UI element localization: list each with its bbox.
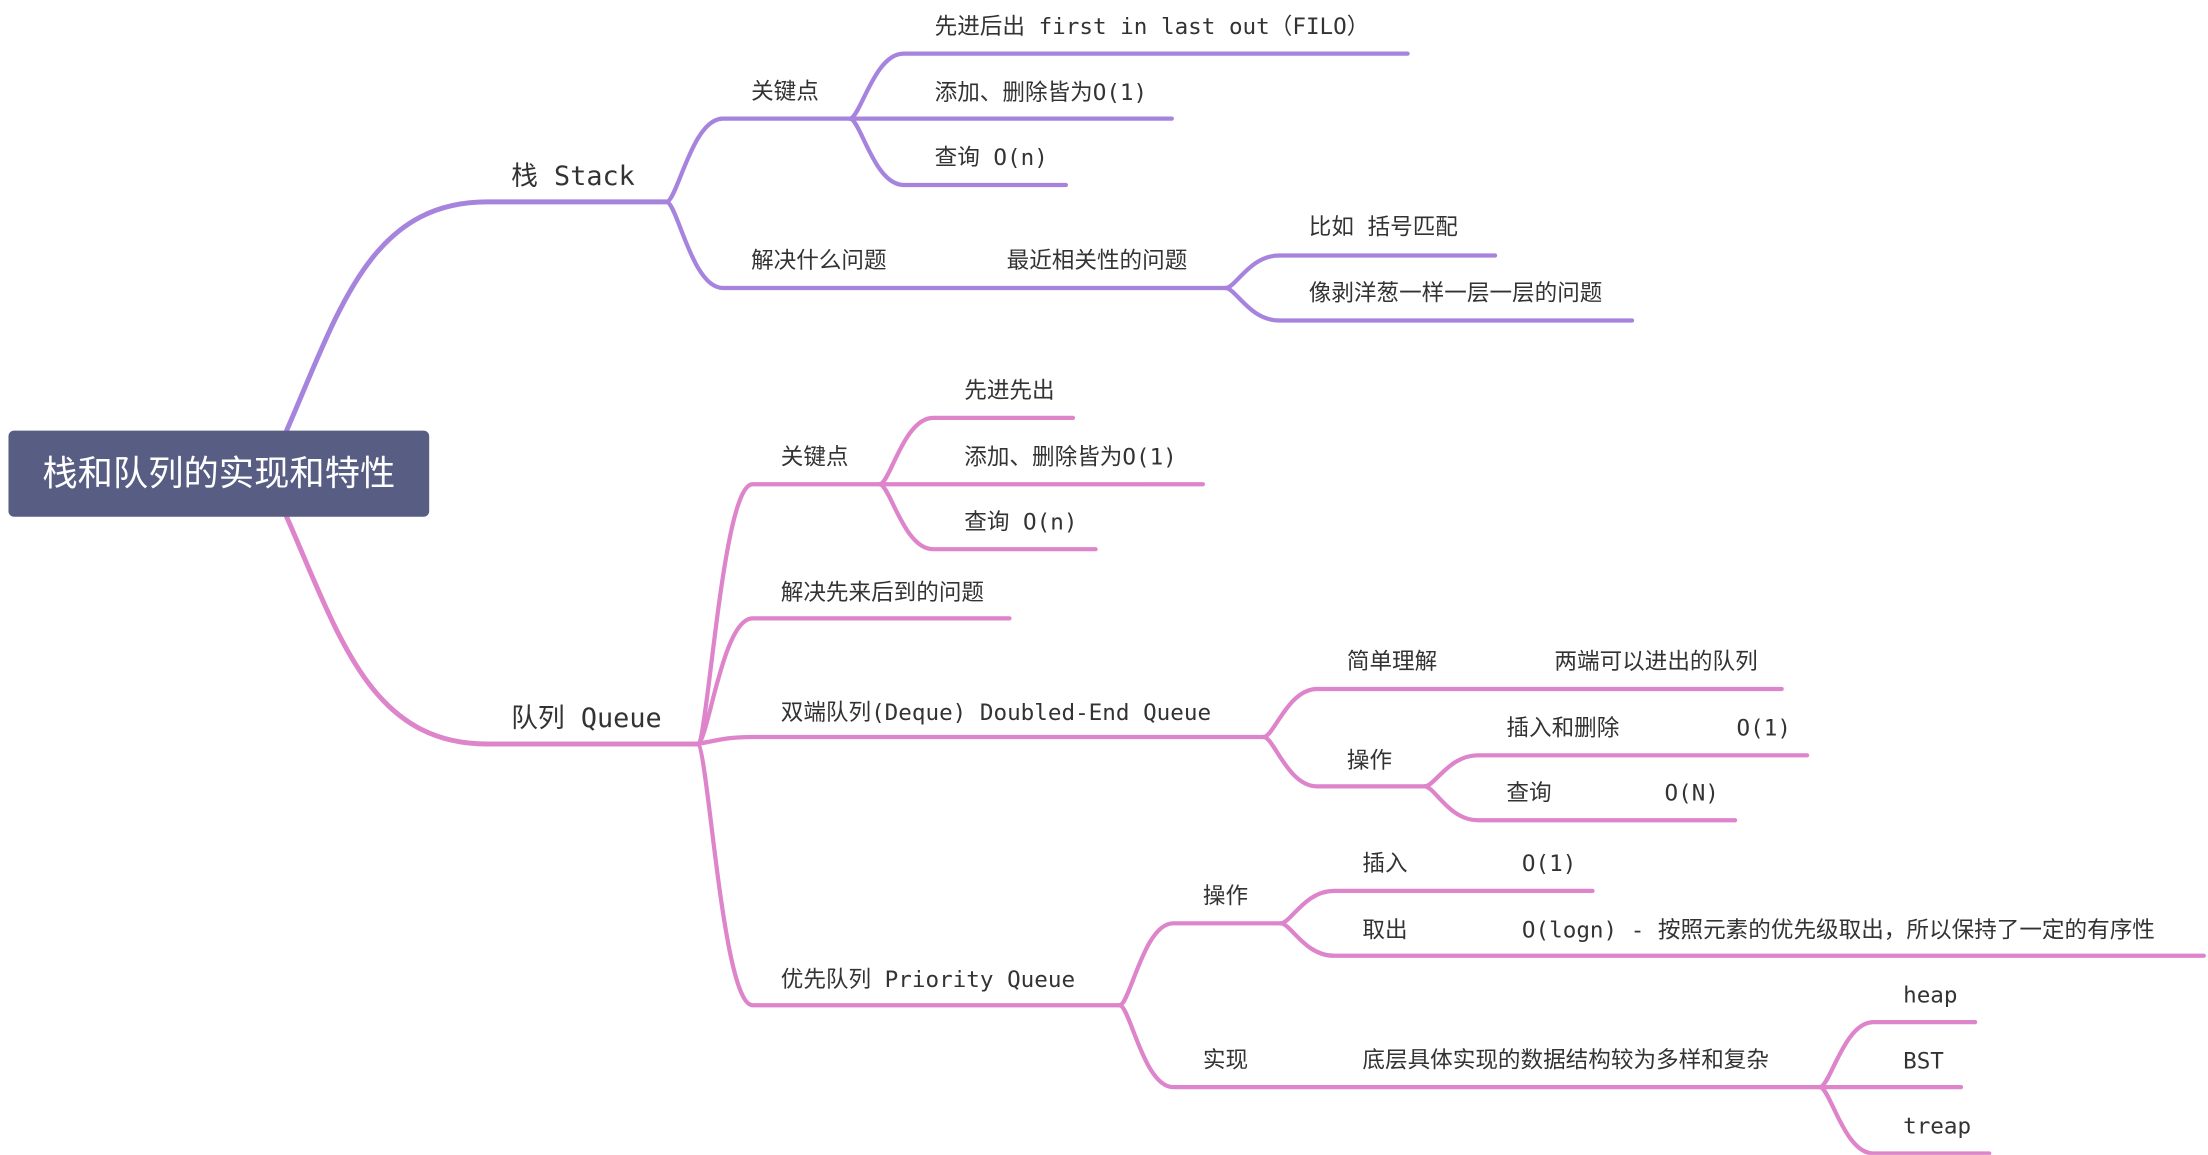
connector-priority-take xyxy=(1278,921,2206,958)
connector-priority-ops xyxy=(1117,921,1283,1008)
connector-deque-query xyxy=(1422,784,1738,823)
topic-deque-simple[interactable]: 简单理解 xyxy=(1346,648,1438,675)
topic-deque-query[interactable]: 查询 xyxy=(1506,779,1552,807)
connector-stack-filo xyxy=(847,51,1410,121)
topic-impl-heap[interactable]: heap xyxy=(1903,981,1958,1009)
connector-stack-solves xyxy=(664,199,1228,291)
connector-root-stack xyxy=(284,199,669,434)
topic-stack-filo[interactable]: 先进后出 first in last out（FILO） xyxy=(934,12,1370,40)
topic-impl-treap[interactable]: treap xyxy=(1903,1112,1972,1140)
topic-queue[interactable]: 队列 Queue xyxy=(511,703,662,735)
connector-priority-insert xyxy=(1278,888,1595,926)
connector-stack-query xyxy=(847,116,1069,188)
topic-deque[interactable]: 双端队列(Deque) Doubled-End Queue xyxy=(780,698,1212,726)
topic-stack-recent[interactable]: 最近相关性的问题 xyxy=(1006,247,1188,274)
connector-root-queue xyxy=(284,514,700,747)
topic-priority-impl-desc[interactable]: 底层具体实现的数据结构较为多样和复杂 xyxy=(1362,1046,1770,1073)
topic-deque-insert-delete[interactable]: 插入和删除 xyxy=(1506,714,1620,742)
connector-queue-deque xyxy=(695,734,1266,747)
topic-stack-key-points[interactable]: 关键点 xyxy=(751,77,819,105)
topic-impl-bst[interactable]: BST xyxy=(1903,1047,1944,1075)
connector-stack-keypoints xyxy=(664,116,853,205)
connector-stack-onion xyxy=(1223,285,1635,323)
connector-queue-priority xyxy=(695,741,1122,1008)
topic-stack-query[interactable]: 查询 O(n) xyxy=(934,144,1048,171)
topic-queue-add-delete[interactable]: 添加、删除皆为O(1) xyxy=(964,443,1177,471)
topic-queue-fifo[interactable]: 先进先出 xyxy=(964,376,1055,404)
connector-priority-impl xyxy=(1117,1003,1822,1090)
topic-queue-solves[interactable]: 解决先来后到的问题 xyxy=(780,578,985,606)
topic-priority-ops[interactable]: 操作 xyxy=(1202,882,1249,910)
root-topic[interactable]: 栈和队列的实现和特性 xyxy=(8,430,430,517)
topic-stack[interactable]: 栈 Stack xyxy=(511,160,635,193)
topic-priority-queue[interactable]: 优先队列 Priority Queue xyxy=(780,965,1076,993)
topic-priority-insert[interactable]: 插入 xyxy=(1362,849,1408,877)
connector-queue-solves xyxy=(695,616,1012,747)
connector-queue-keypoints xyxy=(695,482,882,747)
connector-deque-simple xyxy=(1261,686,1784,740)
topic-priority-impl[interactable]: 实现 xyxy=(1202,1046,1249,1073)
topic-priority-take-value[interactable]: O(logn) - 按照元素的优先级取出，所以保持了一定的有序性 xyxy=(1521,916,2155,944)
connector-queue-query xyxy=(877,482,1098,552)
connector-deque-ops xyxy=(1261,734,1427,789)
connector-stack-brackets xyxy=(1223,253,1498,291)
topic-stack-add-delete[interactable]: 添加、删除皆为O(1) xyxy=(934,79,1148,106)
topic-stack-brackets[interactable]: 比如 括号匹配 xyxy=(1308,213,1458,241)
topic-deque-ops[interactable]: 操作 xyxy=(1346,746,1393,774)
topic-deque-query-value[interactable]: O(N) xyxy=(1664,779,1719,807)
topic-priority-take[interactable]: 取出 xyxy=(1362,916,1408,944)
topic-deque-simple-value[interactable]: 两端可以进出的队列 xyxy=(1554,648,1758,675)
connector-deque-insert-delete xyxy=(1422,753,1810,789)
topic-stack-onion[interactable]: 像剥洋葱一样一层一层的问题 xyxy=(1308,279,1603,307)
connector-impl-treap xyxy=(1817,1084,1992,1155)
connector-impl-heap xyxy=(1817,1020,1978,1090)
topic-queue-query[interactable]: 查询 O(n) xyxy=(964,508,1078,536)
topic-deque-insert-delete-value[interactable]: O(1) xyxy=(1736,714,1791,742)
topic-priority-insert-value[interactable]: O(1) xyxy=(1521,849,1577,877)
topic-queue-key-points[interactable]: 关键点 xyxy=(780,443,849,471)
connector-queue-fifo xyxy=(877,415,1076,487)
topic-stack-solves[interactable]: 解决什么问题 xyxy=(751,247,887,274)
